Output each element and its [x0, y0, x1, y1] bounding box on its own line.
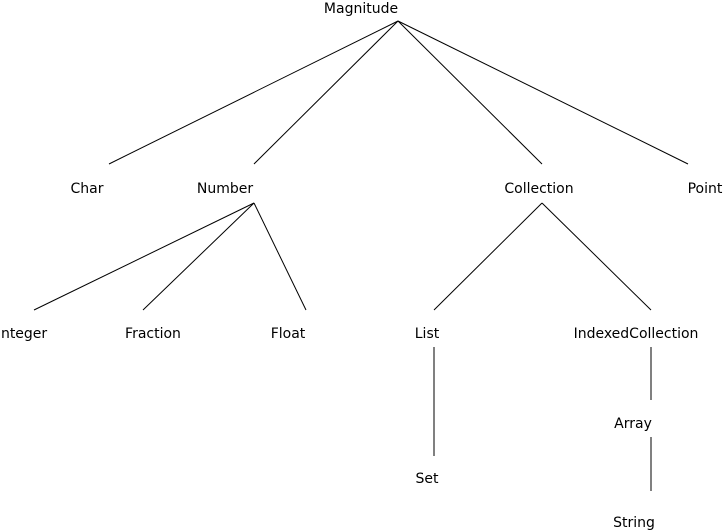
tree-edges	[33, 20, 689, 491]
node-integer: Integer	[0, 326, 47, 342]
edge-number-float	[253, 202, 307, 311]
edge-magnitude-char	[108, 20, 399, 165]
node-array: Array	[614, 416, 652, 432]
node-fraction: Fraction	[125, 326, 181, 342]
edge-collection-indexedcollection	[541, 202, 652, 311]
edge-magnitude-collection	[397, 20, 543, 165]
node-set: Set	[416, 471, 440, 487]
node-indexedcollection: IndexedCollection	[574, 326, 699, 342]
node-string: String	[613, 515, 655, 531]
node-list: List	[415, 326, 440, 342]
edge-number-fraction	[142, 202, 255, 311]
edge-magnitude-point	[397, 20, 689, 165]
edge-collection-list	[433, 202, 543, 311]
node-char: Char	[71, 181, 104, 197]
node-point: Point	[688, 181, 723, 197]
edge-number-integer	[33, 202, 255, 311]
edge-magnitude-number	[253, 20, 399, 165]
node-float: Float	[271, 326, 306, 342]
node-number: Number	[197, 181, 253, 197]
node-magnitude: Magnitude	[324, 1, 398, 17]
node-collection: Collection	[504, 181, 573, 197]
